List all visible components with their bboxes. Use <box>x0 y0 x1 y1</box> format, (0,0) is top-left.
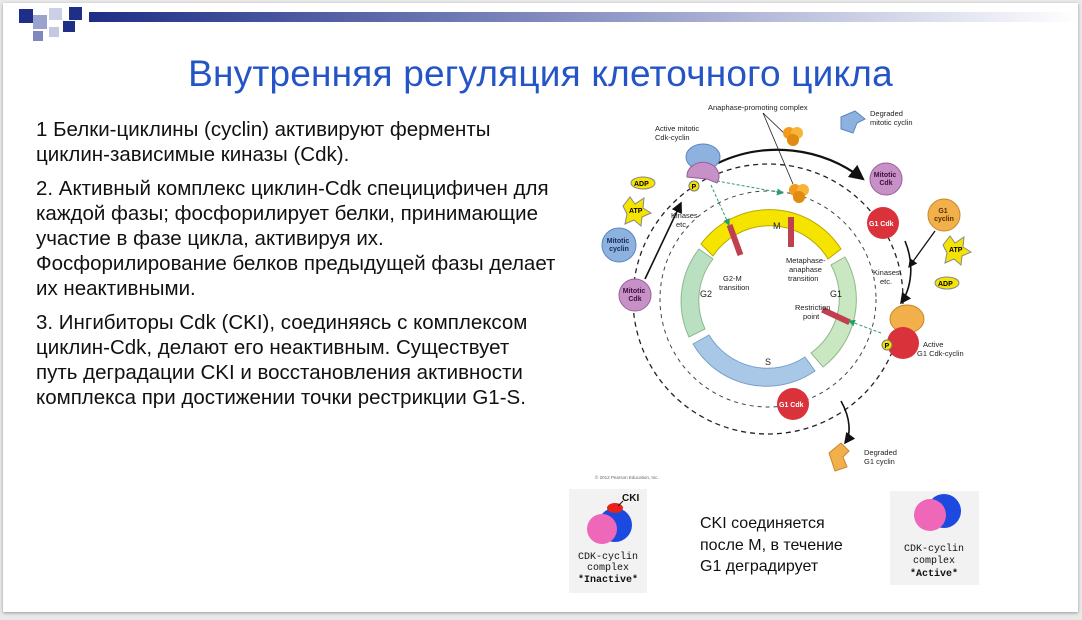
phosphate-mitotic-label: P <box>692 184 697 191</box>
g1-cdk-bottom-label: G1 Cdk <box>779 402 804 409</box>
cdk-cyclin-inactive-image: CKI CDK-cyclin complex *Inactive* <box>569 489 647 593</box>
paragraph-active-complex: 2. Активный комплекс циклин-Cdk специциф… <box>36 177 556 300</box>
active-mitotic-label: Active mitotic Cdk-cyclin <box>655 124 701 142</box>
apc-label: Anaphase-promoting complex <box>708 103 808 112</box>
restriction-label: Restriction point <box>795 303 833 321</box>
apc-complex-top <box>783 127 803 146</box>
cki-label: CKI <box>622 493 639 504</box>
cki-shape <box>607 503 623 513</box>
metaphase-transition-bar <box>788 217 794 247</box>
phase-s-label: S <box>765 357 771 367</box>
header-decoration <box>19 7 1078 41</box>
atp-left-label: ATP <box>629 208 643 215</box>
caption-line-2: после М, в течение <box>700 536 843 554</box>
apc-leader-2 <box>762 112 794 185</box>
mitotic-cyclin-free <box>601 227 637 263</box>
g1-cdk-bottom <box>777 388 809 420</box>
phosphate-mitotic <box>688 180 700 192</box>
adp-right-label: ADP <box>938 281 953 288</box>
atp-left <box>622 196 653 227</box>
phosphate-g1-label: P <box>885 343 890 350</box>
adp-left <box>630 176 656 190</box>
phosphate-g1 <box>881 339 893 351</box>
mitotic-cyclin-label: Mitotic cyclin <box>607 238 632 253</box>
phase-m-arc <box>700 209 842 260</box>
adp-right <box>934 276 960 290</box>
slide-title: Внутренняя регуляция клеточного цикла <box>188 53 893 94</box>
caption-line-1: CKI соединяется <box>700 515 825 532</box>
mitotic-cdk-right <box>869 162 903 196</box>
caption-line-3: G1 деградирует <box>700 558 819 575</box>
g1-cdk-right <box>867 207 899 239</box>
green-arrow-2 <box>716 180 784 196</box>
outer-cycle-ring <box>632 163 904 435</box>
metaphase-label: Metaphase- anaphase transition <box>786 256 828 283</box>
restriction-point-bar <box>821 306 851 326</box>
inactive-state: *Inactive* <box>578 574 638 586</box>
outer-cycle-arrow-top <box>717 148 865 181</box>
arrow-to-degraded-g1 <box>840 400 856 445</box>
g1-cyclin-free <box>927 198 961 232</box>
atp-right-label: ATP <box>949 247 963 254</box>
phase-m-label: M <box>773 221 781 231</box>
active-state: *Active* <box>910 568 958 580</box>
kinases-left: Kinases etc. <box>671 211 700 229</box>
atp-right <box>942 235 973 266</box>
cdk-cyclin-active-image: CDK-cyclin complex *Active* <box>890 491 979 585</box>
phase-g2-arc <box>680 248 714 338</box>
mitotic-cdk-left-label: Mitotic Cdk <box>623 288 648 303</box>
g2m-transition-bar <box>726 223 744 257</box>
active-line2: complex <box>913 555 955 567</box>
mitotic-cdk-left <box>618 278 652 312</box>
active-cdk-shape <box>914 499 946 531</box>
arrow-right-down <box>900 240 912 305</box>
degraded-mitotic-cyclin <box>840 110 866 134</box>
copyright: © 2012 Pearson Education, Inc. <box>595 474 659 480</box>
degraded-g1-label: Degraded G1 cyclin <box>864 448 899 466</box>
cki-caption: CKI соединяется после М, в течение G1 де… <box>700 513 843 578</box>
inactive-line2: complex <box>587 562 629 574</box>
inactive-line1: CDK-cyclin <box>578 551 638 563</box>
mitotic-cdk-right-label: Mitotic Cdk <box>874 172 899 187</box>
phase-g1-arc <box>810 256 857 368</box>
arrow-g1cyclin <box>908 230 936 269</box>
paragraph-inhibitors: 3. Ингибиторы Cdk (CKI), соединяясь с ко… <box>36 311 528 409</box>
active-g1-label: Active G1 Cdk-cyclin <box>917 340 964 358</box>
active-line1: CDK-cyclin <box>904 543 964 555</box>
g2m-label: G2-M transition <box>719 274 749 292</box>
active-g1-cdk <box>887 327 919 359</box>
kinases-right: Kinases etc. <box>873 268 902 286</box>
green-arrow-1 <box>710 184 730 226</box>
degraded-mitotic-label: Degraded mitotic cyclin <box>870 109 913 127</box>
slide: Внутренняя регуляция клеточного цикла 1 … <box>3 3 1078 612</box>
body-text: 1 Белки-циклины (cyclin) активируют ферм… <box>36 117 556 419</box>
g1-cyclin-label: G1 cyclin <box>934 208 954 223</box>
phase-s-arc <box>692 334 816 387</box>
phase-g2-label: G2 <box>700 289 712 299</box>
degraded-g1-cyclin <box>828 442 850 472</box>
phase-g1-label: G1 <box>830 289 842 299</box>
g1-cdk-right-label: G1 Cdk <box>869 221 894 228</box>
cki-pointer <box>617 500 624 507</box>
cell-cycle-diagram: M G2 G1 S G2-M transition Metaphase- ana… <box>595 103 973 480</box>
adp-left-label: ADP <box>634 181 649 188</box>
inactive-cdk-shape <box>587 514 617 544</box>
paragraph-cyclins: 1 Белки-циклины (cyclin) активируют ферм… <box>36 118 491 166</box>
inner-dashed-ring <box>659 190 877 408</box>
arrow-left-up <box>644 201 682 280</box>
green-arrow-3 <box>848 319 882 334</box>
apc-complex-bottom <box>789 184 809 203</box>
